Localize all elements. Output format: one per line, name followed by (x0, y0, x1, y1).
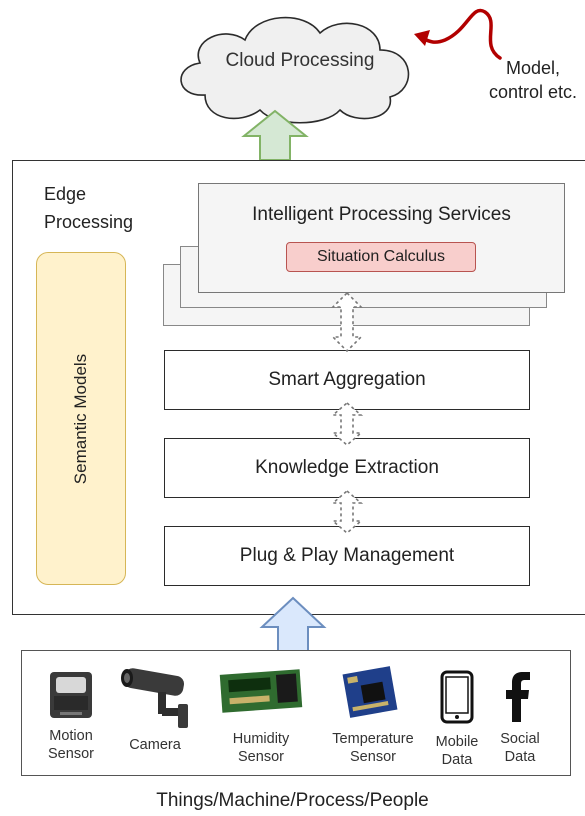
camera-icon (121, 668, 188, 728)
aggregation-extraction-double-arrow (330, 401, 364, 447)
motion-sensor-icon (50, 672, 92, 718)
mobile-data-label: Mobile Data (435, 734, 479, 768)
motion-sensor-label: Motion Sensor (48, 728, 94, 762)
plug-and-play-management-layer: Plug & Play Management (164, 526, 530, 586)
cloud-up-arrow (241, 109, 309, 161)
service-card-front (198, 183, 565, 293)
humidity-sensor-label: Humidity Sensor (232, 731, 290, 765)
model-control-label: Model, control etc. (488, 58, 578, 102)
edge-processing-title: Edge Processing (44, 184, 134, 232)
input-arrow (414, 8, 502, 60)
things-machine-process-people-label: Things/Machine/Process/People (156, 790, 429, 811)
mobile-phone-icon (440, 670, 474, 724)
social-data-label: Social Data (500, 731, 540, 765)
situation-calculus-badge: Situation Calculus (286, 242, 476, 272)
humidity-sensor-icon (219, 669, 303, 713)
services-aggregation-double-arrow (331, 291, 363, 353)
temperature-sensor-label: Temperature Sensor (332, 731, 414, 765)
semantic-models-label: Semantic Models (71, 353, 90, 485)
knowledge-extraction-layer: Knowledge Extraction (164, 438, 530, 498)
intelligent-processing-services-title: Intelligent Processing Services (252, 204, 511, 225)
temperature-sensor-icon (342, 666, 398, 718)
semantic-models-box (36, 252, 126, 585)
extraction-management-double-arrow (330, 489, 364, 535)
facebook-icon (506, 672, 530, 722)
edge-up-arrow (259, 596, 327, 653)
camera-label: Camera (129, 737, 181, 753)
cloud-processing-label: Cloud Processing (225, 50, 375, 71)
